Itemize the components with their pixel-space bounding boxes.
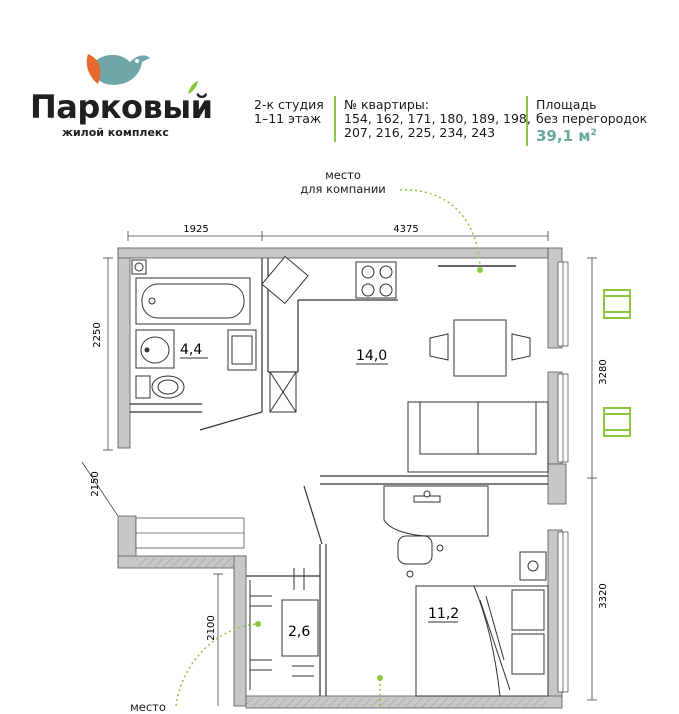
room-area-storage: 2,6 — [288, 624, 310, 640]
numbers-heading: № квартиры: — [344, 97, 429, 112]
apartment-type: 2-к студия 1–11 этаж — [254, 98, 324, 126]
room-area-bathroom: 4,4 — [180, 342, 202, 358]
divider-1 — [334, 96, 336, 142]
kitchen-counter — [261, 255, 397, 413]
dimension-lines — [81, 231, 597, 706]
company-spot-marker — [477, 267, 483, 273]
bedroom-spot-marker — [377, 675, 383, 681]
company-spot-label: место для компании — [300, 168, 386, 196]
room-area-bedroom: 11,2 — [428, 606, 459, 622]
balcony-hatch — [136, 558, 234, 568]
bottom-spot-marker — [255, 621, 261, 627]
logo-bird-icon — [86, 54, 150, 85]
dim-top-right: 4375 — [393, 224, 418, 235]
bottom-hatch — [246, 698, 546, 708]
area-value: 39,1 м2 — [536, 127, 597, 145]
apartment-area: Площадь без перегородок 39,1 м2 — [536, 97, 648, 145]
office-chair-icon — [397, 535, 444, 578]
area-heading-1: Площадь — [536, 97, 597, 112]
bathtub-icon — [135, 277, 251, 325]
room-area-living: 14,0 — [356, 348, 387, 364]
numbers-line-2: 207, 216, 225, 234, 243 — [344, 125, 496, 140]
storage-shelves — [249, 568, 319, 690]
sofa-icon — [407, 401, 549, 473]
drain-icon — [134, 262, 144, 272]
logo-leaf-icon — [188, 81, 198, 94]
toilet-icon — [135, 375, 185, 399]
dim-left-upper: 2250 — [92, 322, 103, 347]
nightstand-icon — [519, 551, 547, 581]
dim-left-bottom: 2100 — [206, 615, 217, 640]
windows — [135, 261, 569, 693]
dim-top-left: 1925 — [183, 224, 208, 235]
desk-icon — [383, 485, 489, 537]
area-heading-2: без перегородок — [536, 111, 648, 126]
dining-table-icon — [429, 319, 531, 377]
window-frame-icons — [603, 289, 631, 437]
divider-2 — [526, 96, 528, 146]
numbers-line-1: 154, 162, 171, 180, 189, 198, — [344, 111, 531, 126]
dim-right-upper: 3280 — [598, 359, 609, 384]
annotation-leaders — [175, 189, 481, 707]
apartment-numbers: № квартиры: 154, 162, 171, 180, 189, 198… — [344, 98, 531, 140]
type-line-1: 2-к студия — [254, 97, 324, 112]
type-line-2: 1–11 этаж — [254, 111, 322, 126]
dim-left-lower: 2150 — [90, 471, 101, 496]
dim-right-lower: 3320 — [598, 583, 609, 608]
brand-subtitle: жилой комплекс — [62, 126, 169, 139]
sink-icon — [135, 329, 175, 369]
brand-name: Парковый — [30, 88, 213, 126]
bed-icon — [415, 585, 549, 697]
